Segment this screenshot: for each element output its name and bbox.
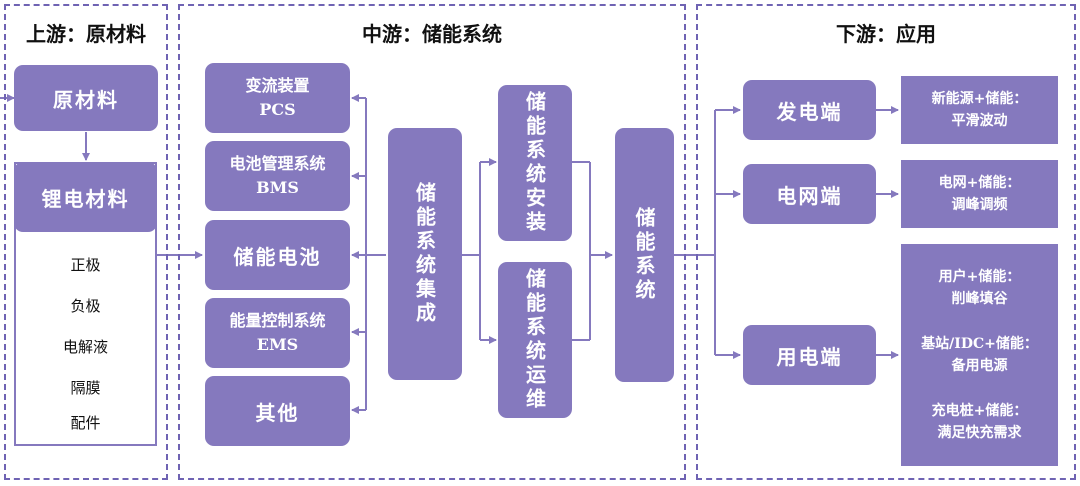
user-label: 用电端 — [776, 344, 843, 369]
zone-downstream: 下游：应用 — [696, 4, 1076, 480]
lithium-material-box: 锂电材料 — [14, 162, 157, 232]
installation-box: 储能系统安装 — [498, 85, 572, 241]
system-label: 储能系统 — [632, 207, 656, 303]
gen-app-line1: 新能源+储能： — [931, 91, 1028, 107]
grid-box: 电网端 — [743, 164, 876, 224]
operation-label: 储能系统运维 — [522, 268, 547, 412]
raw-material-box: 原材料 — [14, 65, 158, 131]
user-app-item: 用户+储能： 削峰填谷 — [939, 266, 1021, 310]
bms-line2: BMS — [256, 178, 299, 197]
user-app-line2: 削峰填谷 — [951, 290, 1008, 307]
system-box: 储能系统 — [615, 128, 674, 382]
user-app-box: 用户+储能： 削峰填谷 基站/IDC+储能： 备用电源 充电桩+储能： 满足快充… — [901, 244, 1058, 466]
generation-label: 发电端 — [776, 99, 843, 124]
ems-box: 能量控制系统 EMS — [205, 298, 350, 368]
pcs-line1: 变流装置 — [245, 76, 310, 95]
bms-line1: 电池管理系统 — [229, 154, 326, 173]
component-item: 配件 — [70, 414, 101, 432]
bms-box: 电池管理系统 BMS — [205, 141, 350, 211]
integration-box: 储能系统集成 — [388, 128, 462, 380]
grid-label: 电网端 — [776, 183, 843, 208]
pcs-box: 变流装置 PCS — [205, 63, 350, 133]
component-item: 正极 — [70, 256, 101, 274]
user-app-line1: 用户+储能： — [938, 268, 1021, 285]
zone-upstream: 上游：原材料 — [4, 4, 168, 480]
ems-line2: EMS — [256, 335, 299, 354]
zone-midstream: 中游：储能系统 — [178, 4, 686, 480]
component-item: 隔膜 — [70, 379, 101, 397]
other-label: 其他 — [255, 400, 300, 425]
zone-downstream-title: 下游：应用 — [836, 22, 936, 46]
user-app-line2: 满足快充需求 — [937, 425, 1022, 442]
ems-line1: 能量控制系统 — [229, 311, 326, 330]
grid-app-line1: 电网+储能： — [938, 175, 1021, 191]
gen-app-line2: 平滑波动 — [951, 113, 1008, 129]
user-app-item: 基站/IDC+储能： 备用电源 — [921, 333, 1038, 377]
battery-label: 储能电池 — [233, 244, 322, 269]
raw-material-label: 原材料 — [53, 87, 119, 112]
zone-upstream-title: 上游：原材料 — [26, 22, 146, 46]
user-app-item: 充电桩+储能： 满足快充需求 — [932, 400, 1028, 444]
user-app-line1: 充电桩+储能： — [931, 403, 1028, 420]
user-box: 用电端 — [743, 325, 876, 385]
grid-app-line2: 调峰调频 — [951, 197, 1008, 213]
other-box: 其他 — [205, 376, 350, 446]
component-item: 负极 — [70, 297, 101, 315]
user-app-line2: 备用电源 — [951, 357, 1008, 374]
battery-box: 储能电池 — [205, 220, 350, 290]
generation-app-box: 新能源+储能： 平滑波动 — [901, 76, 1058, 144]
component-item: 电解液 — [62, 338, 108, 356]
installation-label: 储能系统安装 — [522, 91, 547, 235]
zone-midstream-title: 中游：储能系统 — [362, 22, 502, 46]
pcs-line2: PCS — [259, 100, 296, 119]
lithium-material-panel: 锂电材料 正极 负极 电解液 隔膜 配件 — [14, 162, 157, 446]
operation-box: 储能系统运维 — [498, 262, 572, 418]
grid-app-box: 电网+储能： 调峰调频 — [901, 160, 1058, 228]
lithium-material-label: 锂电材料 — [41, 186, 130, 211]
integration-label: 储能系统集成 — [412, 182, 437, 326]
user-app-line1: 基站/IDC+储能： — [921, 335, 1038, 352]
generation-box: 发电端 — [743, 80, 876, 140]
